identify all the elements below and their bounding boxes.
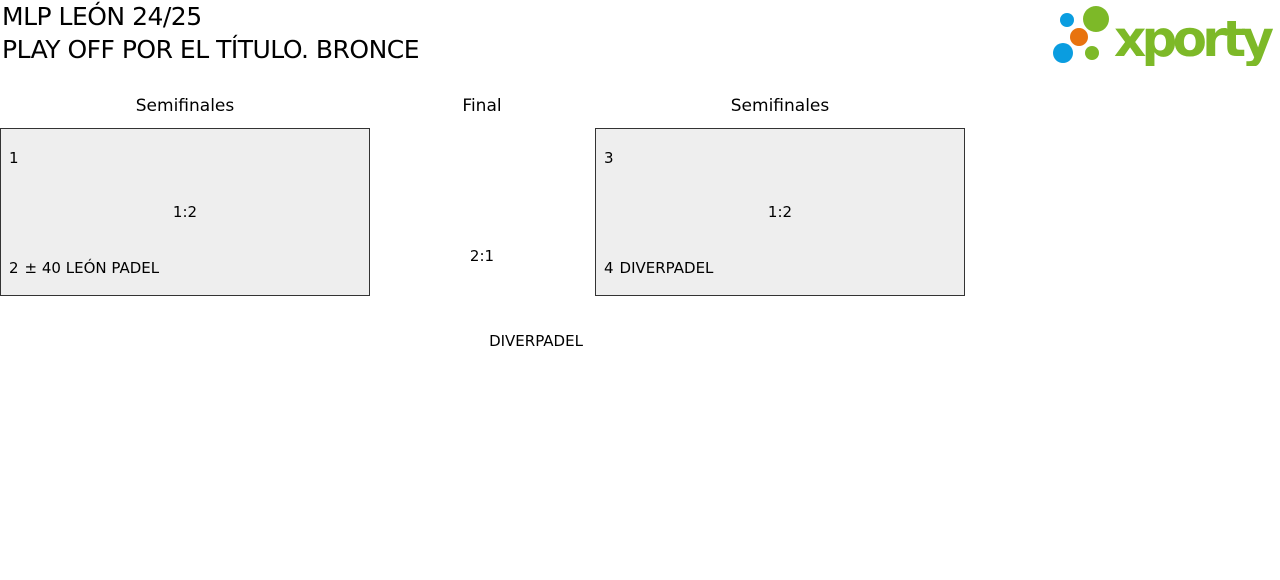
match-score: 1:2 <box>767 203 793 221</box>
column-header-final: Final <box>462 96 502 116</box>
team-1: 1 <box>9 149 19 167</box>
final-score: 2:1 <box>469 247 495 265</box>
xporty-logo[interactable]: xporty <box>1052 4 1276 70</box>
team-3: 3 <box>604 149 614 167</box>
match-score: 1:2 <box>172 203 198 221</box>
column-header-semifinals-left: Semifinales <box>135 96 235 116</box>
svg-text:xporty: xporty <box>1114 10 1274 66</box>
phase-title: PLAY OFF POR EL TÍTULO. BRONCE <box>2 35 420 64</box>
team-2: 2± 40 LEÓN PADEL <box>9 259 160 277</box>
column-header-semifinals-right: Semifinales <box>730 96 830 116</box>
final-winner: DIVERPADEL <box>489 332 583 350</box>
competition-title: MLP LEÓN 24/25 <box>2 2 202 31</box>
semifinal-match-1[interactable]: 1 1:2 2± 40 LEÓN PADEL <box>0 128 370 296</box>
